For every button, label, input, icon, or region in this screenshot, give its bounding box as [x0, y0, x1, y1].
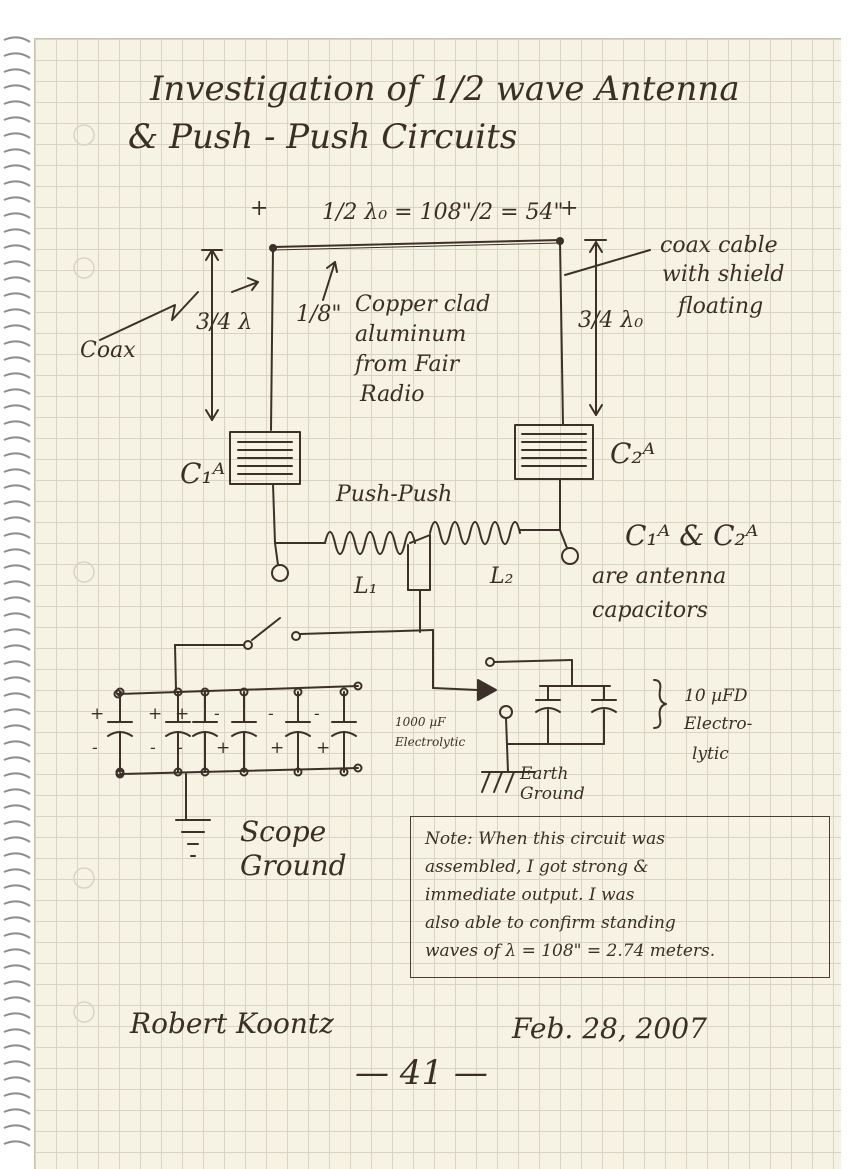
cap-desc-line-2: are antenna — [592, 564, 727, 589]
coax-note-line-3: floating — [678, 294, 764, 319]
bank-capacitor — [107, 687, 133, 777]
bank-value: 1000 µF — [395, 715, 446, 729]
graph-paper — [34, 38, 841, 1169]
bank-capacitor — [231, 687, 257, 777]
polarity-mark: + — [175, 704, 190, 724]
left-antenna-leg — [270, 247, 274, 431]
spiral-binding — [3, 36, 31, 1147]
l1-label: L₁ — [354, 574, 378, 599]
material-line-3: from Fair — [355, 352, 460, 377]
note-line-2: assembled, I got strong & — [425, 857, 649, 877]
note-line-1: Note: When this circuit was — [425, 829, 665, 849]
polarity-mark: + — [216, 738, 231, 758]
polarity-mark: + — [148, 704, 163, 724]
coax-note-line-1: coax cable — [660, 233, 778, 258]
bank-capacitor — [331, 687, 357, 777]
bank-capacitor — [192, 687, 218, 777]
note-line-4: also able to confirm standing — [425, 913, 676, 933]
capacitor-bank — [113, 681, 363, 779]
capacitor-c1 — [229, 431, 301, 485]
c2-label: C₂ᴬ — [610, 437, 656, 470]
polarity-mark: - — [268, 704, 274, 724]
polarity-mark: - — [177, 738, 183, 758]
wire-diameter: 1/8" — [296, 302, 342, 327]
polarity-mark: + — [90, 704, 105, 724]
l2-label: L₂ — [490, 564, 514, 589]
polarity-mark: - — [314, 704, 320, 724]
note-line-5: waves of λ = 108" = 2.74 meters. — [425, 941, 716, 961]
plus-left: + — [250, 196, 269, 221]
earth-ground-line-1: Earth — [520, 764, 569, 784]
title-line-2: & Push - Push Circuits — [128, 117, 518, 157]
cap-desc-line-1: C₁ᴬ & C₂ᴬ — [625, 519, 759, 552]
material-line-4: Radio — [360, 382, 425, 407]
polarity-mark: - — [150, 738, 156, 758]
cap-desc-line-3: capacitors — [592, 598, 708, 623]
date: Feb. 28, 2007 — [512, 1012, 707, 1045]
plus-right: + — [560, 196, 579, 221]
half-wave-formula: 1/2 λ₀ = 108"/2 = 54" — [322, 200, 564, 225]
push-push-label: Push-Push — [336, 482, 453, 507]
polarity-mark: + — [270, 738, 285, 758]
coil-l2 — [429, 521, 521, 545]
capacitor-c2 — [514, 424, 594, 480]
author-signature: Robert Koontz — [130, 1007, 334, 1040]
quarter-wave-right: 3/4 λ₀ — [578, 308, 644, 333]
c1-label: C₁ᴬ — [180, 457, 226, 490]
terminal-left — [271, 564, 289, 582]
earth-ground-line-2: Ground — [520, 784, 585, 804]
output-cap-value: 10 µFD — [684, 686, 748, 706]
output-cap-type-2: lytic — [692, 744, 729, 764]
coax-left-label: Coax — [80, 338, 136, 363]
coax-note-line-2: with shield — [662, 262, 785, 287]
polarity-mark: - — [214, 704, 220, 724]
note-line-3: immediate output. I was — [425, 885, 635, 905]
note-box: Note: When this circuit was assembled, I… — [410, 816, 830, 978]
material-line-2: aluminum — [355, 322, 467, 347]
bank-capacitor — [285, 687, 311, 777]
output-arrow — [477, 679, 497, 701]
coil-l1 — [324, 531, 416, 555]
scope-ground-line-2: Ground — [240, 849, 347, 882]
page-number: — 41 — — [355, 1053, 488, 1093]
terminal-right — [561, 547, 579, 565]
right-antenna-leg — [559, 240, 564, 426]
material-line-1: Copper clad — [355, 292, 491, 317]
polarity-mark: - — [92, 738, 98, 758]
bank-type: Electrolytic — [395, 735, 466, 749]
polarity-mark: + — [316, 738, 331, 758]
quarter-wave-left: 3/4 λ — [196, 310, 253, 335]
output-cap-type-1: Electro- — [684, 714, 753, 734]
bank-capacitor — [165, 687, 191, 777]
title-line-1: Investigation of 1/2 wave Antenna — [150, 69, 740, 109]
antenna-wire — [272, 239, 561, 248]
scope-ground-line-1: Scope — [240, 815, 327, 848]
